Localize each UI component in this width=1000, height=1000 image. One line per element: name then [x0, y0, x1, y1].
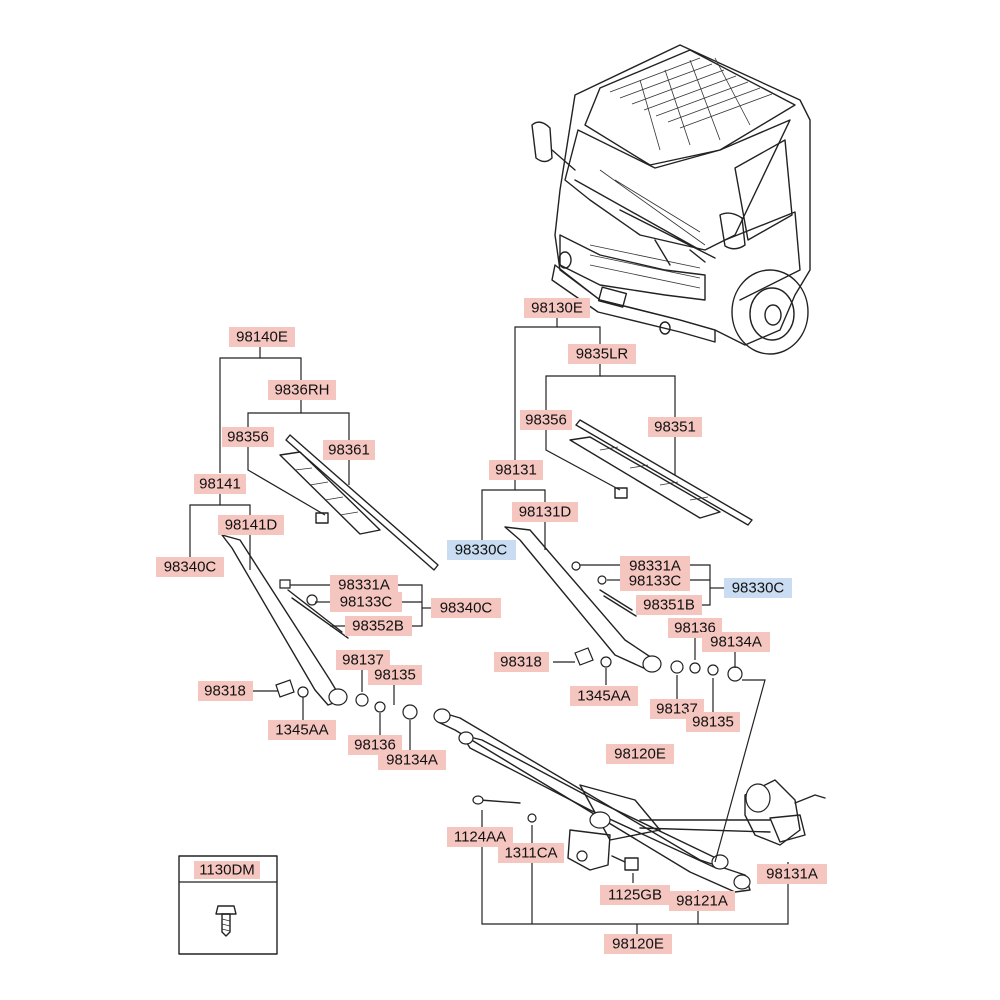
svg-text:98141D: 98141D: [225, 517, 278, 534]
wiper-linkage: [433, 708, 751, 893]
part-label-9835LR[interactable]: 9835LR: [568, 344, 636, 364]
svg-text:98331A: 98331A: [629, 558, 681, 575]
svg-text:98141: 98141: [199, 476, 241, 493]
svg-text:98356: 98356: [525, 412, 567, 429]
svg-text:1311CA: 1311CA: [504, 845, 557, 862]
wiper-motor: [639, 779, 826, 846]
svg-text:98330C: 98330C: [732, 580, 785, 597]
part-label-98131A[interactable]: 98131A: [757, 864, 827, 884]
part-label-98351[interactable]: 98351: [648, 417, 702, 437]
svg-text:98140E: 98140E: [236, 329, 288, 346]
part-label-98330C-left[interactable]: 98330C: [447, 540, 516, 560]
svg-text:98330C: 98330C: [455, 542, 508, 559]
svg-text:1125GB: 1125GB: [608, 887, 662, 904]
part-label-98352B[interactable]: 98352B: [345, 616, 412, 636]
part-label-98133C-right[interactable]: 98133C: [620, 571, 690, 591]
part-label-98121A[interactable]: 98121A: [669, 891, 735, 911]
svg-text:1124AA: 1124AA: [454, 829, 506, 846]
svg-text:98133C: 98133C: [340, 594, 393, 611]
left-wiper-arm: [221, 534, 418, 720]
part-label-98135-right[interactable]: 98135: [686, 712, 740, 732]
svg-text:98131D: 98131D: [519, 504, 572, 521]
part-label-1345AA-left[interactable]: 1345AA: [268, 720, 336, 740]
svg-text:1130DM: 1130DM: [199, 862, 255, 879]
part-label-1124AA[interactable]: 1124AA: [447, 827, 513, 847]
svg-text:98318: 98318: [204, 683, 246, 700]
svg-text:98133C: 98133C: [629, 573, 682, 590]
part-label-98340C-right[interactable]: 98340C: [431, 598, 501, 618]
part-label-98351B[interactable]: 98351B: [636, 595, 702, 615]
part-label-98318-left[interactable]: 98318: [198, 681, 253, 701]
svg-text:98352B: 98352B: [352, 618, 404, 635]
part-label-98141D[interactable]: 98141D: [218, 515, 284, 535]
part-label-1311CA[interactable]: 1311CA: [498, 843, 564, 863]
svg-text:98136: 98136: [354, 737, 396, 754]
svg-text:98135: 98135: [692, 714, 734, 731]
svg-text:98356: 98356: [227, 429, 269, 446]
part-label-98356-left[interactable]: 98356: [222, 427, 274, 447]
part-label-1345AA-right[interactable]: 1345AA: [570, 686, 638, 706]
part-label-98330C-right[interactable]: 98330C: [724, 578, 792, 598]
part-label-98131D[interactable]: 98131D: [512, 502, 578, 522]
part-label-98140E[interactable]: 98140E: [229, 327, 295, 347]
part-label-98120E-bottom[interactable]: 98120E: [604, 934, 672, 954]
part-label-98361[interactable]: 98361: [323, 440, 375, 460]
svg-text:98351: 98351: [654, 419, 696, 436]
left-wiper-blade: [279, 434, 439, 571]
part-label-98318-right[interactable]: 98318: [494, 652, 549, 672]
part-label-98131[interactable]: 98131: [489, 460, 543, 480]
svg-text:98120E: 98120E: [614, 746, 666, 763]
part-label-9836RH[interactable]: 9836RH: [268, 380, 336, 400]
svg-text:98121A: 98121A: [676, 893, 728, 910]
svg-text:98130E: 98130E: [531, 300, 583, 317]
svg-text:1345AA: 1345AA: [577, 688, 630, 705]
svg-text:98340C: 98340C: [440, 600, 493, 617]
svg-text:98331A: 98331A: [338, 577, 390, 594]
svg-text:98340C: 98340C: [164, 559, 217, 576]
svg-text:98131A: 98131A: [766, 866, 818, 883]
part-label-98120E-top[interactable]: 98120E: [606, 744, 674, 764]
part-label-98356-right[interactable]: 98356: [520, 410, 572, 430]
part-label-98141[interactable]: 98141: [194, 474, 246, 494]
leader-lines: [189, 318, 789, 934]
part-label-98340C-left[interactable]: 98340C: [156, 557, 224, 577]
part-label-1130DM[interactable]: 1130DM: [194, 861, 260, 879]
svg-text:98137: 98137: [342, 652, 384, 669]
part-label-98135-left[interactable]: 98135: [368, 665, 422, 685]
right-wiper-blade: [569, 419, 753, 526]
part-label-1125GB[interactable]: 1125GB: [600, 885, 670, 905]
svg-text:98131: 98131: [495, 462, 537, 479]
svg-text:98318: 98318: [500, 654, 542, 671]
truck-cab-icon: [531, 44, 811, 355]
svg-text:1345AA: 1345AA: [275, 722, 328, 739]
part-label-98331A-left[interactable]: 98331A: [330, 575, 398, 595]
part-label-98134A-left[interactable]: 98134A: [378, 750, 446, 770]
bolt-inset-box: [178, 855, 278, 955]
svg-text:98351B: 98351B: [643, 597, 695, 614]
svg-text:98134A: 98134A: [710, 634, 762, 651]
svg-text:98361: 98361: [328, 442, 370, 459]
svg-text:98135: 98135: [374, 667, 416, 684]
svg-text:98134A: 98134A: [386, 752, 438, 769]
svg-text:9836RH: 9836RH: [274, 382, 329, 399]
svg-text:9835LR: 9835LR: [576, 346, 629, 363]
part-label-98130E[interactable]: 98130E: [524, 298, 590, 318]
bolt-icon: [215, 905, 237, 937]
part-label-98134A-right[interactable]: 98134A: [702, 632, 770, 652]
part-label-98133C-left[interactable]: 98133C: [330, 592, 402, 612]
svg-text:98120E: 98120E: [612, 936, 664, 953]
